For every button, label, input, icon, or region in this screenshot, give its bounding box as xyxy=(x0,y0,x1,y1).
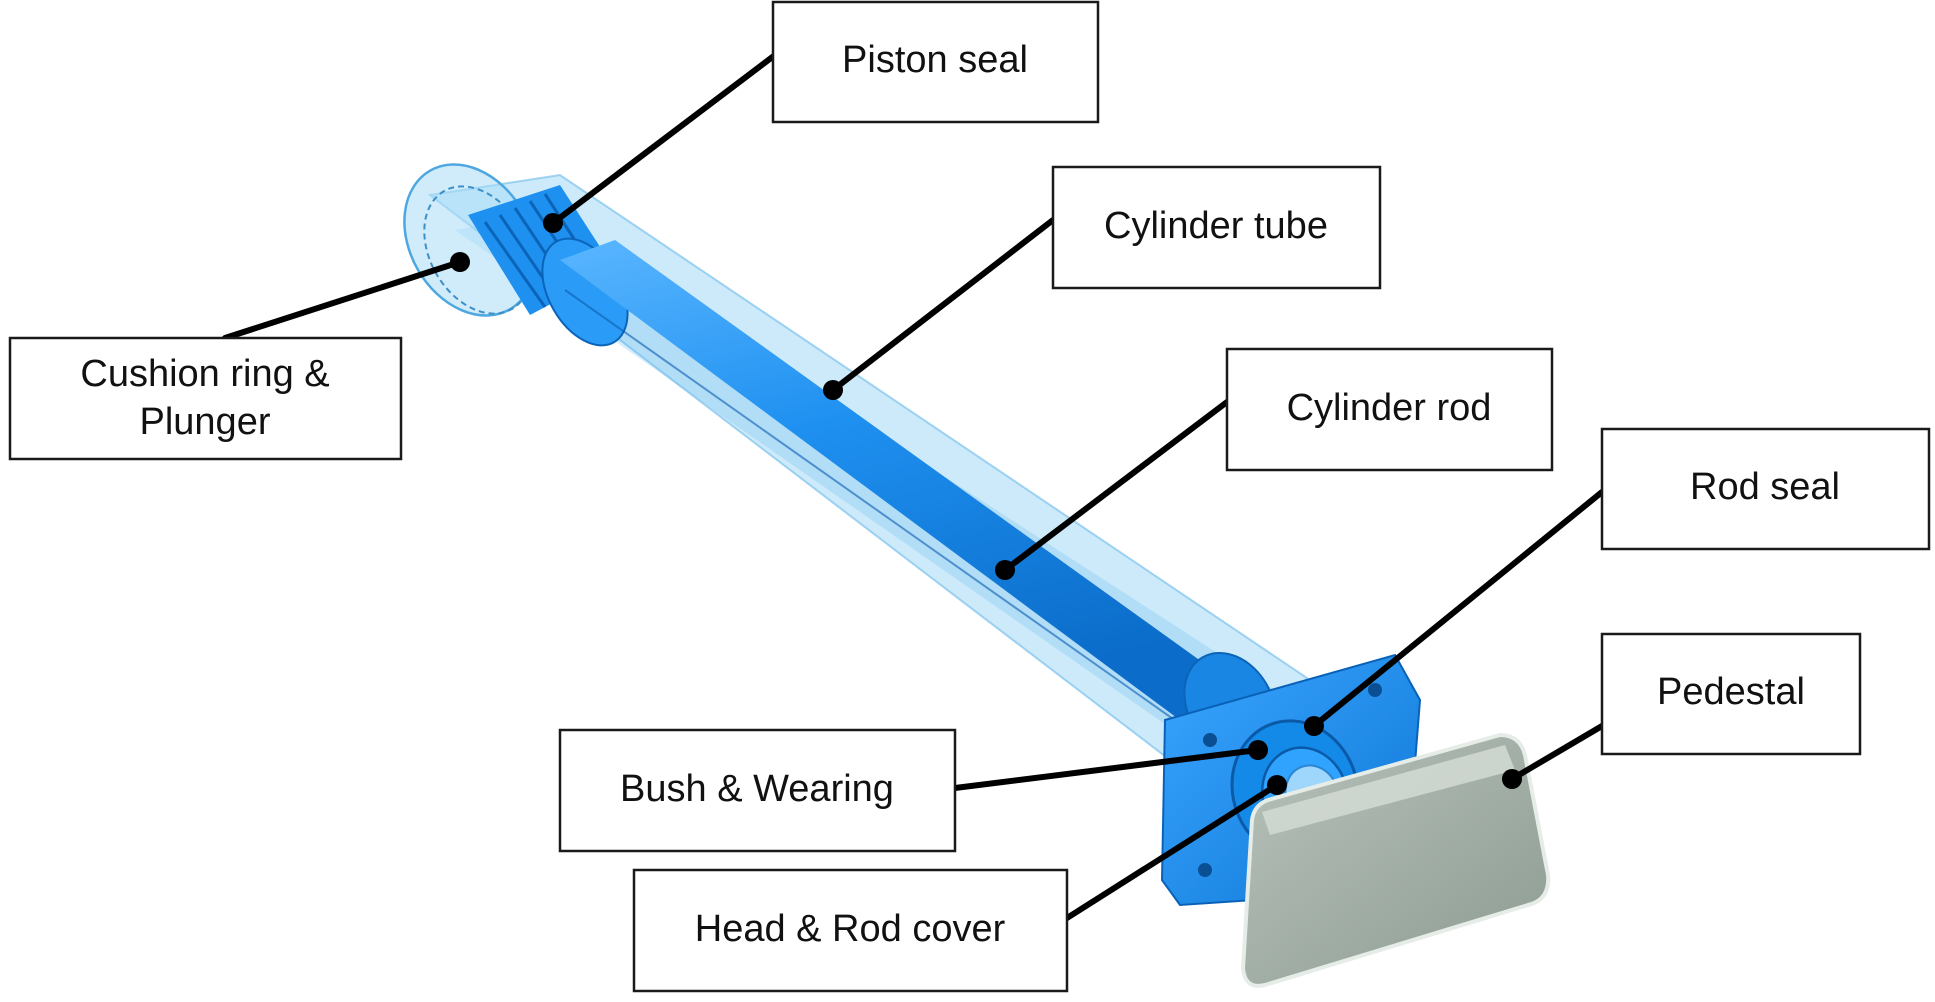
label-bush-wearing: Bush & Wearing xyxy=(558,728,957,853)
label-text-cushion-line2: Plunger xyxy=(140,401,271,443)
label-text-piston-seal: Piston seal xyxy=(842,39,1028,81)
label-box-pedestal xyxy=(1600,632,1862,756)
label-text-pedestal: Pedestal xyxy=(1657,671,1805,713)
label-text-head-rod-cover: Head & Rod cover xyxy=(695,908,1006,950)
label-text-cylinder-rod: Cylinder rod xyxy=(1287,387,1492,429)
cylinder-rod-shape xyxy=(560,240,1255,735)
label-box-cylinder-rod xyxy=(1225,347,1554,472)
label-cylinder-rod: Cylinder rod xyxy=(1225,347,1554,472)
label-head-rod-cover: Head & Rod cover xyxy=(632,868,1069,993)
label-box-cushion-ring xyxy=(8,336,403,461)
leader-cylinder-tube xyxy=(830,217,1056,393)
label-box-bush-wearing xyxy=(558,728,957,853)
dot-cylinder-rod xyxy=(995,560,1015,580)
label-text-rod-seal: Rod seal xyxy=(1690,466,1840,508)
leader-bush-wearing xyxy=(952,747,1261,791)
dot-cylinder-tube xyxy=(823,380,843,400)
cylinder-illustration xyxy=(403,163,1551,988)
leader-piston-seal xyxy=(550,52,778,226)
label-box-cylinder-tube xyxy=(1051,165,1382,290)
label-box-head-rod-cover xyxy=(632,868,1069,993)
label-piston-seal: Piston seal xyxy=(771,0,1100,124)
leader-head-rod-cover xyxy=(1064,782,1280,921)
leader-cylinder-rod xyxy=(1002,399,1230,573)
dot-piston-seal xyxy=(543,213,563,233)
dot-pedestal xyxy=(1502,769,1522,789)
leader-dots xyxy=(450,213,1522,795)
label-box-piston-seal xyxy=(771,0,1100,124)
leader-cushion-ring xyxy=(222,259,463,341)
dot-bush-wearing xyxy=(1248,740,1268,760)
label-pedestal: Pedestal xyxy=(1600,632,1862,756)
label-box-rod-seal xyxy=(1600,427,1931,551)
label-text-cushion-line1: Cushion ring & xyxy=(80,353,329,395)
label-cushion-ring-plunger: Cushion ring & Plunger xyxy=(8,336,403,461)
dot-rod-seal xyxy=(1304,716,1324,736)
dot-cushion-ring xyxy=(450,252,470,272)
label-text-cylinder-tube: Cylinder tube xyxy=(1104,205,1328,247)
label-text-bush-wearing: Bush & Wearing xyxy=(620,768,894,810)
label-cylinder-tube: Cylinder tube xyxy=(1051,165,1382,290)
leader-rod-seal xyxy=(1311,489,1605,729)
label-rod-seal: Rod seal xyxy=(1600,427,1931,551)
leader-lines xyxy=(222,52,1605,921)
dot-head-rod-cover xyxy=(1267,775,1287,795)
leader-pedestal xyxy=(1509,723,1605,782)
